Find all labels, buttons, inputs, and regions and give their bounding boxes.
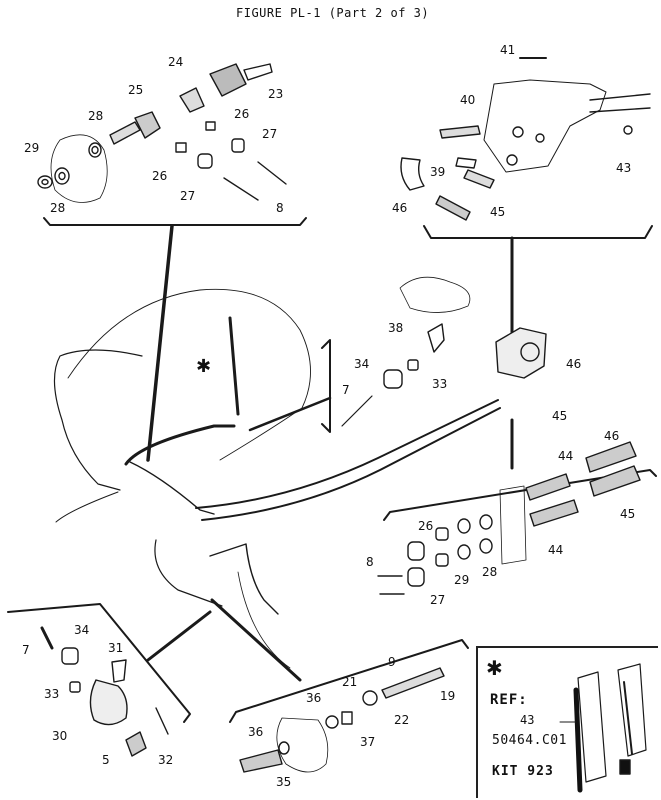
callout-40: 40 <box>460 93 475 107</box>
callout-46: 46 <box>604 429 619 443</box>
callout-38: 38 <box>388 321 403 335</box>
callout-30: 30 <box>52 729 67 743</box>
callout-37: 37 <box>360 735 375 749</box>
ref-asterisk-symbol: ✱ <box>486 656 503 680</box>
figure-title: FIGURE PL-1 (Part 2 of 3) <box>236 6 430 20</box>
callout-29: 29 <box>24 141 39 155</box>
callout-45: 45 <box>552 409 567 423</box>
callout-31: 31 <box>108 641 123 655</box>
callout-26: 26 <box>234 107 249 121</box>
callout-26: 26 <box>418 519 433 533</box>
callout-36: 36 <box>248 725 263 739</box>
callout-7: 7 <box>22 643 30 657</box>
callout-33: 33 <box>44 687 59 701</box>
ref-kit-number: KIT 923 <box>492 764 554 779</box>
central-assembly <box>53 276 547 669</box>
callout-22: 22 <box>394 713 409 727</box>
callout-5: 5 <box>102 753 110 767</box>
callout-27: 27 <box>262 127 277 141</box>
ref-number: 50464.C01 <box>492 733 567 748</box>
callout-8: 8 <box>366 555 374 569</box>
inset-top-left <box>37 63 307 462</box>
callout-46: 46 <box>566 357 581 371</box>
inset-bottom-center <box>210 598 469 773</box>
inset-bottom-left <box>7 603 212 757</box>
callout-9: 9 <box>388 655 396 669</box>
callout-26: 26 <box>152 169 167 183</box>
callout-34: 34 <box>354 357 369 371</box>
callout-19: 19 <box>440 689 455 703</box>
ref-inset-box <box>476 646 658 798</box>
inset-mid-right <box>377 418 657 595</box>
callout-labels: 41 40 43 39 46 45 24 23 25 28 26 27 29 2… <box>22 43 635 789</box>
callout-36: 36 <box>306 691 321 705</box>
asterisk-note-symbol: ✱ <box>196 356 211 377</box>
callout-33: 33 <box>432 377 447 391</box>
ref-label: REF: <box>490 692 528 708</box>
callout-25: 25 <box>128 83 143 97</box>
callout-7: 7 <box>342 383 350 397</box>
callout-35: 35 <box>276 775 291 789</box>
callout-34: 34 <box>74 623 89 637</box>
callout-32: 32 <box>158 753 173 767</box>
callout-28: 28 <box>50 201 65 215</box>
callout-29: 29 <box>454 573 469 587</box>
callout-27: 27 <box>180 189 195 203</box>
callout-21: 21 <box>342 675 357 689</box>
ref-wiper-blade <box>559 663 647 793</box>
callout-23: 23 <box>268 87 283 101</box>
callout-41: 41 <box>500 43 515 57</box>
callout-28: 28 <box>88 109 103 123</box>
callout-45: 45 <box>620 507 635 521</box>
callout-44: 44 <box>548 543 563 557</box>
callout-8: 8 <box>276 201 284 215</box>
callout-28: 28 <box>482 565 497 579</box>
callout-45: 45 <box>490 205 505 219</box>
callout-46: 46 <box>392 201 407 215</box>
callout-39: 39 <box>430 165 445 179</box>
callout-27: 27 <box>430 593 445 607</box>
callout-24: 24 <box>168 55 183 69</box>
ref-part-callout: 43 <box>520 713 535 727</box>
inset-top-right <box>400 57 653 342</box>
callout-44: 44 <box>558 449 573 463</box>
callout-43: 43 <box>616 161 631 175</box>
